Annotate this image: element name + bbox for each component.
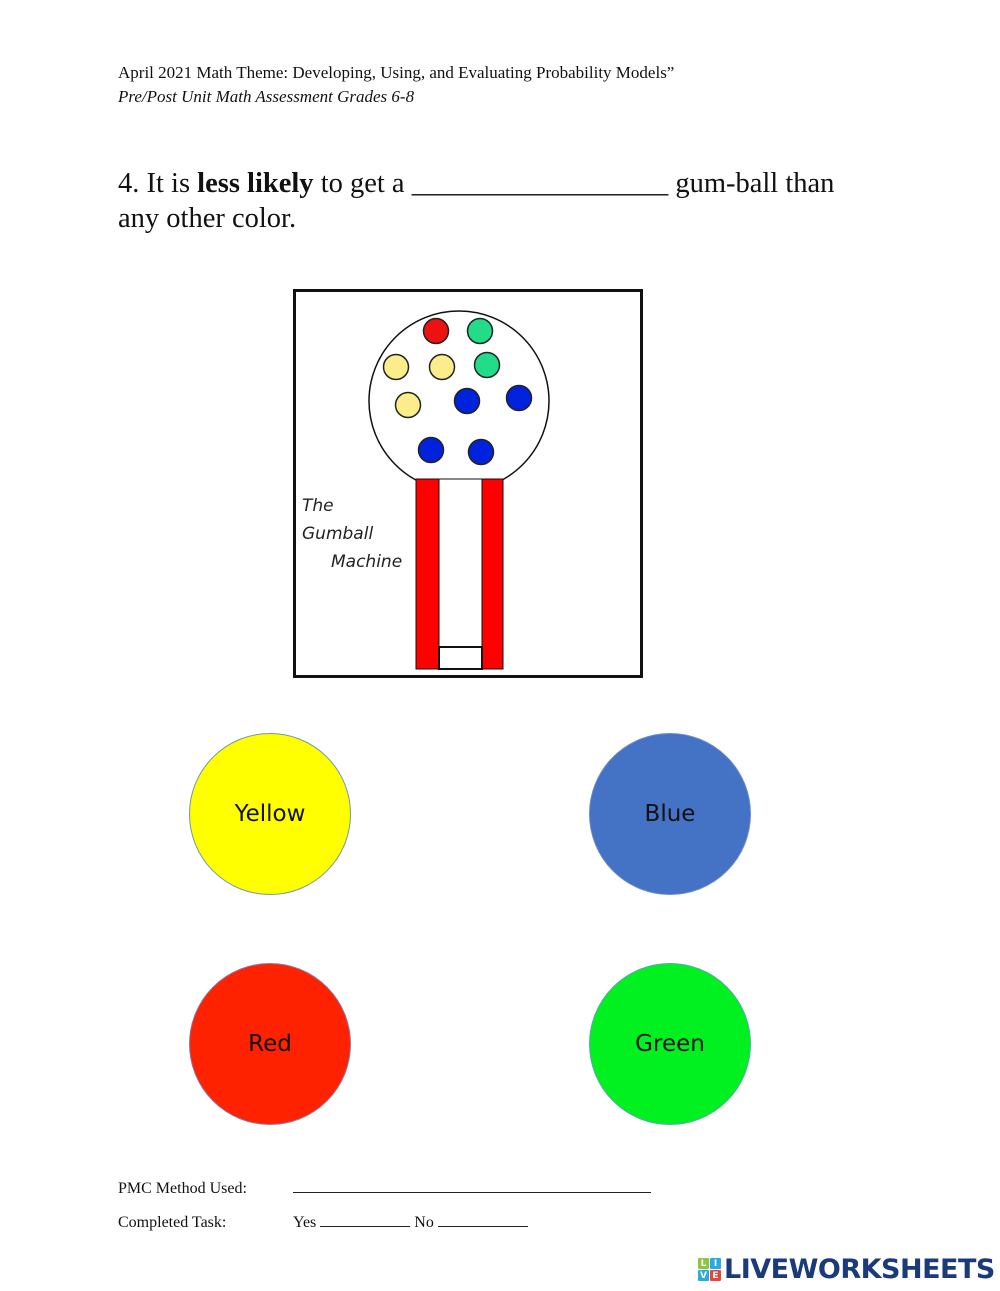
gumball-blue (453, 387, 481, 415)
logo-block: E (710, 1270, 721, 1281)
logo-block: L (698, 1258, 709, 1269)
gumball-yellow (382, 353, 410, 381)
option-red[interactable]: Red (189, 963, 351, 1125)
gumball-yellow (394, 391, 422, 419)
option-blue[interactable]: Blue (589, 733, 751, 895)
header-subtitle: Pre/Post Unit Math Assessment Grades 6-8 (118, 87, 415, 106)
gumball-yellow (428, 353, 456, 381)
yes-blank[interactable] (320, 1212, 411, 1227)
completed-task-label: Completed Task: (118, 1214, 227, 1231)
figure-label-line-1: The (302, 496, 334, 516)
gumball-blue (417, 436, 445, 464)
header-title: April 2021 Math Theme: Developing, Using… (118, 63, 675, 82)
logo-blocks-icon: L I V E (698, 1258, 721, 1281)
option-label: Blue (644, 801, 696, 827)
option-yellow[interactable]: Yellow (189, 733, 351, 895)
pmc-method-row: PMC Method Used: (118, 1178, 651, 1198)
no-blank[interactable] (437, 1212, 528, 1227)
option-label: Red (248, 1031, 292, 1057)
option-green[interactable]: Green (589, 963, 751, 1125)
figure-label-line-2: Gumball (302, 524, 373, 544)
completed-task-row: Completed Task: Yes No (118, 1212, 528, 1232)
machine-chute (438, 478, 483, 670)
yes-label: Yes (293, 1214, 317, 1231)
question-prefix: 4. It is (118, 168, 198, 199)
question-emphasis: less likely (197, 168, 314, 199)
pmc-method-label: PMC Method Used: (118, 1180, 247, 1197)
logo-block: V (698, 1270, 709, 1281)
option-label: Green (635, 1031, 705, 1057)
question-suffix: gum-ball than any other color. (118, 168, 835, 234)
answer-blank[interactable]: __________________ (411, 168, 669, 199)
document-header: April 2021 Math Theme: Developing, Using… (118, 61, 674, 109)
question-4: 4. It is less likely to get a __________… (118, 166, 878, 236)
gumball-blue (467, 438, 495, 466)
machine-dispenser-door (438, 646, 483, 670)
logo-text: LIVEWORKSHEETS (724, 1254, 995, 1285)
gumball-blue (505, 384, 533, 412)
no-label: No (414, 1214, 434, 1231)
gumball-machine-drawing: The Gumball Machine (293, 289, 643, 678)
liveworksheets-logo: L I V E LIVEWORKSHEETS (698, 1254, 995, 1285)
gumball-green (473, 351, 501, 379)
figure-label-line-3: Machine (331, 552, 402, 572)
machine-left-column (415, 478, 440, 670)
option-label: Yellow (234, 801, 306, 827)
logo-block: I (710, 1258, 721, 1269)
gumball-machine-figure: The Gumball Machine (293, 289, 643, 678)
machine-right-column (481, 478, 504, 670)
gumball-green (466, 317, 494, 345)
gumballs-group (382, 317, 533, 466)
pmc-method-blank[interactable] (293, 1178, 651, 1193)
gumball-red (422, 317, 450, 345)
question-middle: to get a (313, 168, 412, 199)
